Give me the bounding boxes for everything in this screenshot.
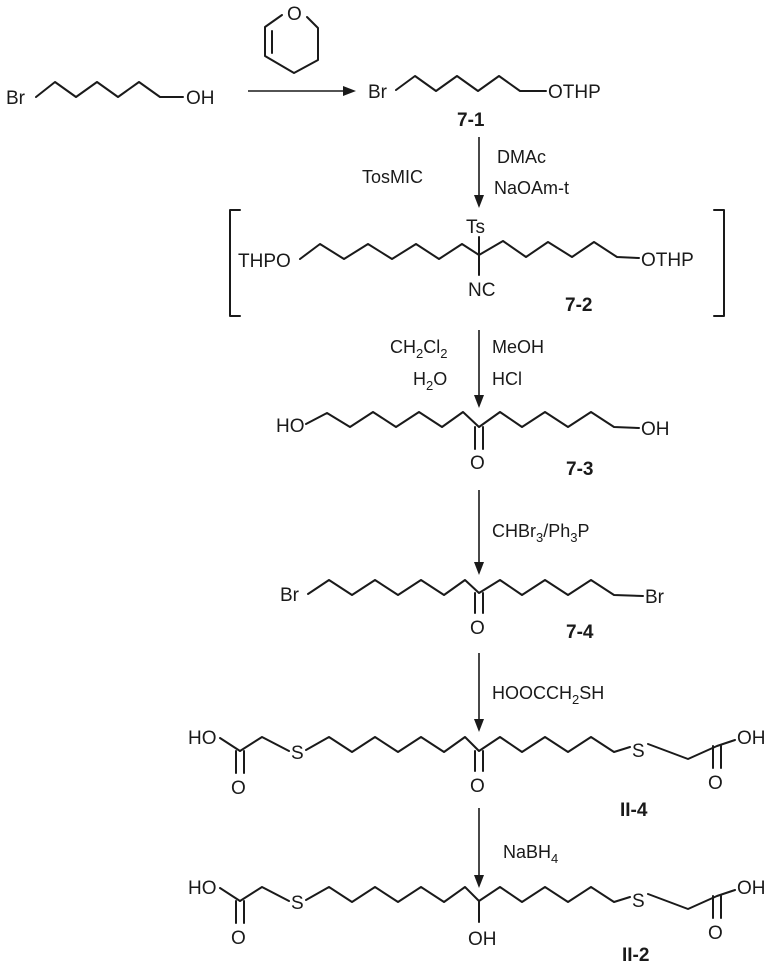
- dihydropyran: O: [265, 4, 318, 73]
- atom-o: O: [470, 618, 485, 639]
- label-II-4: II-4: [620, 800, 648, 821]
- acid-left-ch2: [240, 887, 289, 901]
- atom-oh: OH: [186, 88, 215, 109]
- atom-s: S: [291, 743, 304, 764]
- bromopentanol-chain: [36, 82, 183, 97]
- atom-othp: OTHP: [641, 250, 694, 271]
- compound-7-2: THPO Ts NC OTHP 7-2: [230, 210, 724, 316]
- atom-s: S: [632, 891, 645, 912]
- atom-br: Br: [280, 585, 300, 606]
- atom-nc: NC: [468, 280, 495, 301]
- atom-o: O: [708, 773, 723, 794]
- compound-7-3: HO O OH 7-3: [276, 412, 670, 480]
- acid-left-ch2: [240, 737, 289, 751]
- compound-7-4: Br O Br 7-4: [280, 580, 665, 643]
- compound-II-2: HO O S OH S O OH II-2: [188, 878, 766, 966]
- atom-s: S: [291, 893, 304, 914]
- condition-meoh: MeOH: [492, 337, 544, 357]
- atom-thpo: THPO: [238, 251, 291, 272]
- condition-tosmic: TosMIC: [362, 167, 423, 187]
- condition-dmac: DMAc: [497, 147, 546, 167]
- arrow-step-4: CHBr3/Ph3P: [474, 490, 590, 575]
- label-7-2: 7-2: [565, 295, 592, 316]
- label-7-3: 7-3: [566, 459, 593, 480]
- label-7-4: 7-4: [566, 622, 594, 643]
- atom-s: S: [632, 741, 645, 762]
- atom-o: O: [231, 928, 246, 949]
- bromopentanol: Br OH: [6, 82, 215, 109]
- chain-7-1: [396, 76, 546, 91]
- condition-naoam-t: NaOAm-t: [494, 178, 569, 198]
- atom-oh: OH: [737, 728, 766, 749]
- atom-br: Br: [645, 587, 665, 608]
- condition-h2o: H2O: [413, 369, 447, 393]
- atom-ts: Ts: [466, 217, 485, 238]
- atom-o: O: [470, 776, 485, 797]
- arrow-step-3: CH2Cl2 H2O MeOH HCl: [390, 330, 544, 408]
- chain-7-3: [306, 412, 639, 428]
- atom-othp: OTHP: [548, 82, 601, 103]
- bracket-right: [714, 210, 724, 316]
- atom-o: O: [470, 453, 485, 474]
- label-7-1: 7-1: [457, 110, 485, 131]
- atom-o: O: [708, 923, 723, 944]
- atom-o: O: [287, 4, 302, 25]
- atom-o: O: [231, 778, 246, 799]
- atom-br: Br: [6, 88, 26, 109]
- atom-oh: OH: [737, 878, 766, 899]
- label-II-2: II-2: [622, 945, 649, 966]
- arrow-step-1: [248, 86, 356, 96]
- atom-oh: OH: [468, 929, 497, 950]
- condition-chbr3-ph3p: CHBr3/Ph3P: [492, 521, 590, 545]
- arrow-step-5: HOOCCH2SH: [474, 653, 604, 732]
- chain-II-4: [306, 737, 630, 752]
- chain-7-2-right: [479, 241, 639, 258]
- acid-left-oh-bond: [220, 738, 240, 751]
- condition-hcl: HCl: [492, 369, 522, 389]
- condition-thioglycolic-acid: HOOCCH2SH: [492, 683, 604, 707]
- atom-ho: HO: [188, 728, 217, 749]
- chain-II-2: [306, 887, 630, 902]
- arrow-step-2: TosMIC DMAc NaOAm-t: [362, 137, 569, 208]
- compound-II-4: HO O S O S O OH II-4: [188, 728, 766, 821]
- atom-ho: HO: [276, 416, 305, 437]
- acid-left-oh-bond: [220, 888, 240, 901]
- atom-br: Br: [368, 82, 388, 103]
- atom-ho: HO: [188, 878, 217, 899]
- condition-nabh4: NaBH4: [503, 842, 558, 866]
- condition-ch2cl2: CH2Cl2: [390, 337, 447, 361]
- arrow-step-6: NaBH4: [474, 808, 558, 888]
- atom-oh: OH: [641, 419, 670, 440]
- compound-7-1: Br OTHP 7-1: [368, 76, 601, 131]
- chain-7-2-left: [300, 244, 479, 259]
